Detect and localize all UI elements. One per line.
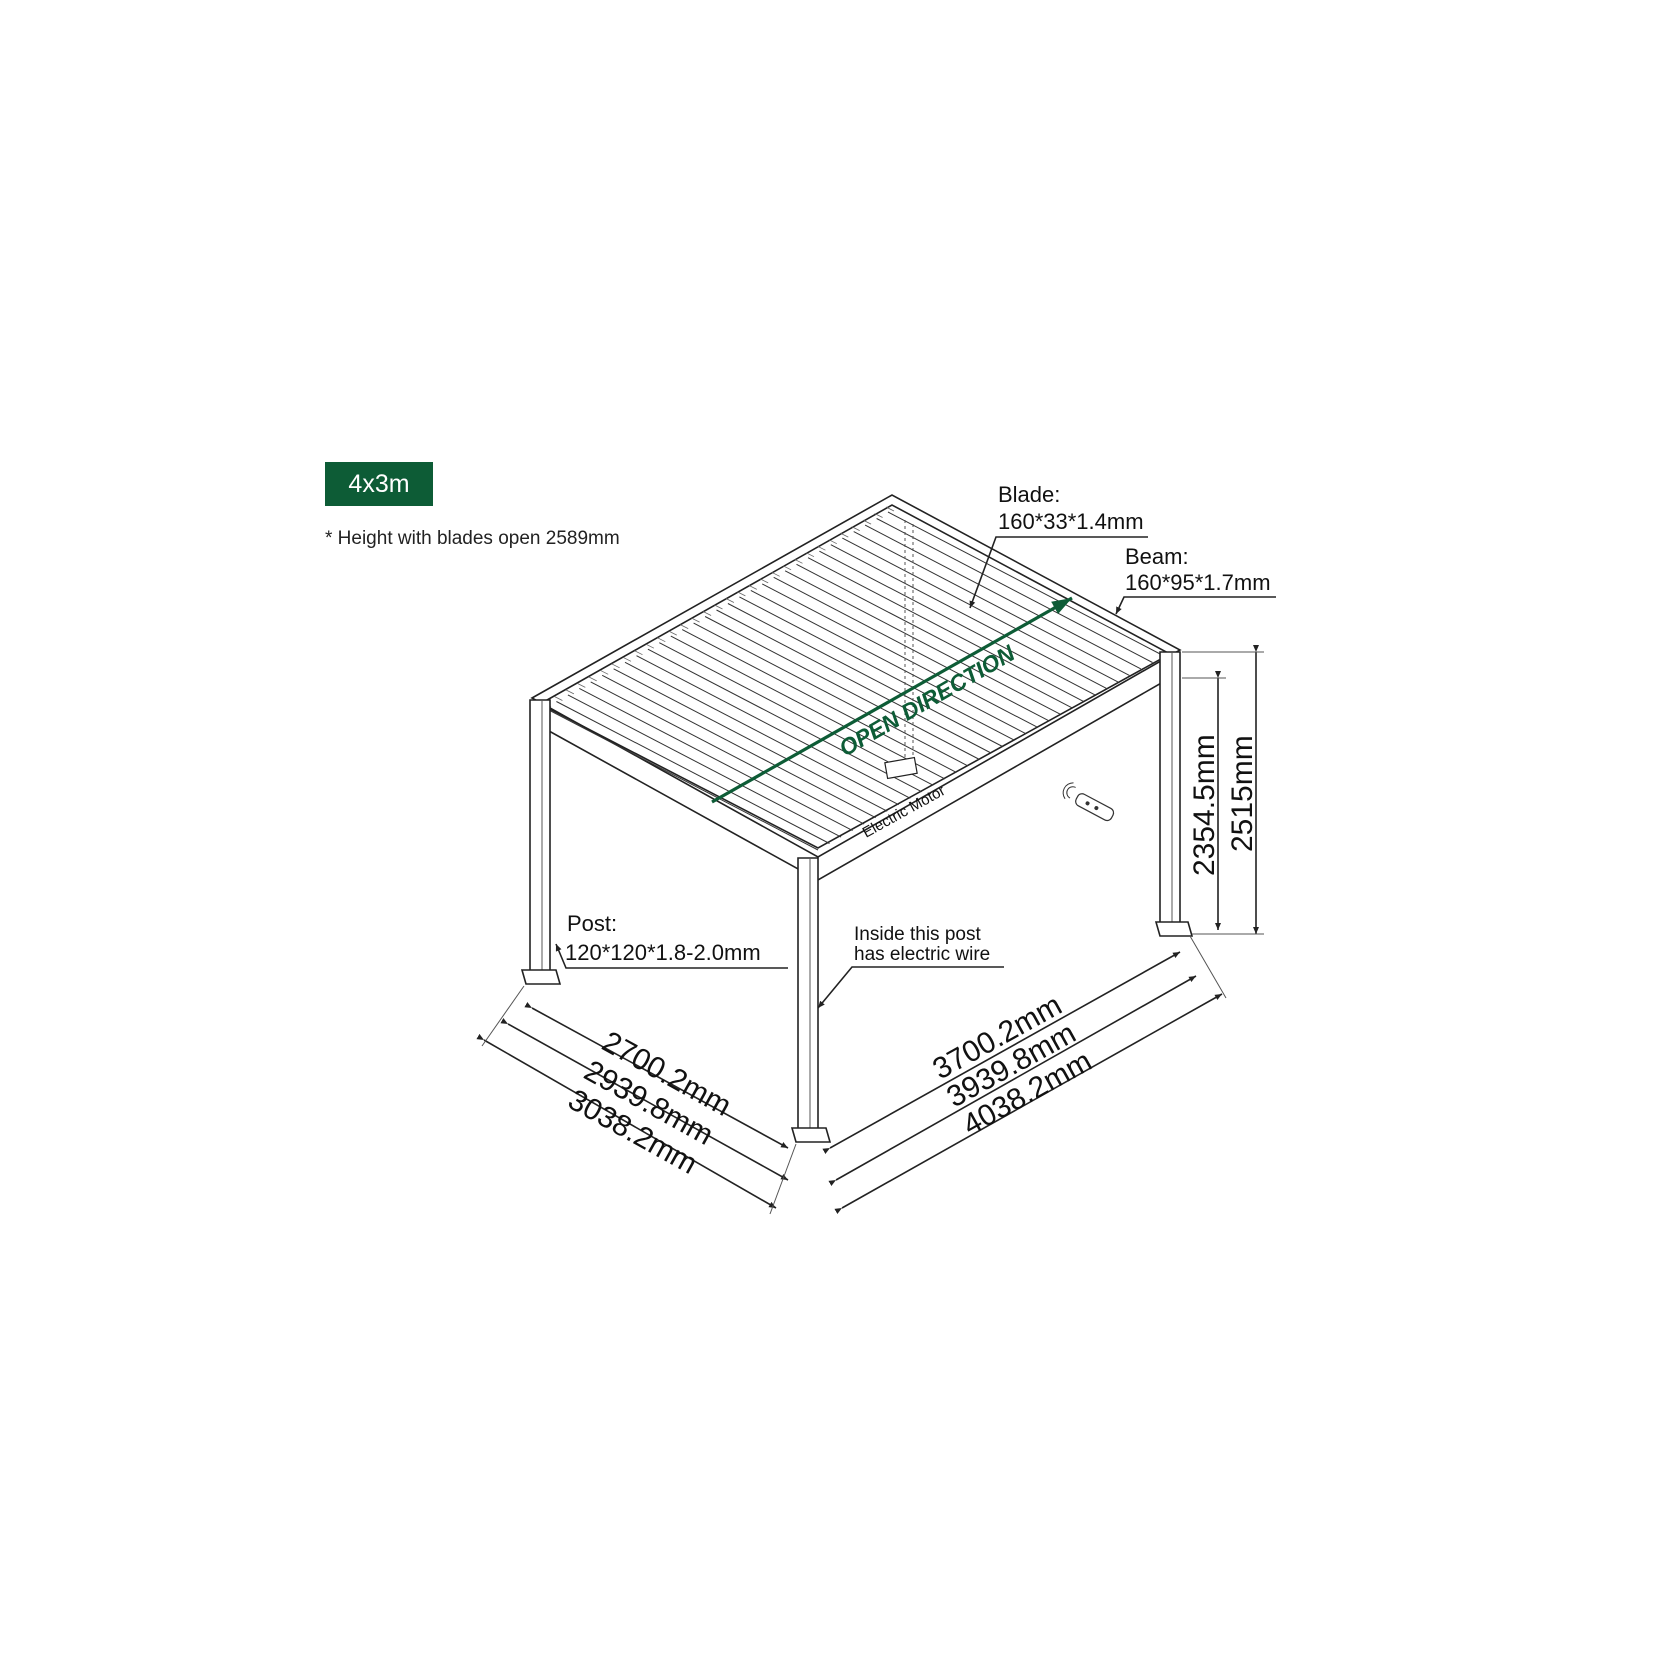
blade-end	[622, 656, 632, 662]
blade-end	[702, 611, 712, 616]
roof-blade	[807, 557, 1084, 702]
roof-blade	[670, 635, 946, 780]
roof-blade	[830, 544, 1107, 689]
blade-end	[851, 526, 860, 531]
post-title: Post:	[567, 911, 617, 936]
roof-blade	[864, 524, 1142, 670]
blade-end	[634, 650, 643, 656]
blade-end	[668, 630, 677, 636]
blade-end	[680, 624, 689, 629]
roof-blade	[624, 661, 899, 806]
blade-end	[725, 598, 735, 603]
roof-blade	[750, 589, 1026, 735]
height-dim-2: 2515mm	[1226, 735, 1259, 852]
blade-end	[577, 683, 586, 688]
blade-end	[600, 669, 609, 675]
roof-blade	[567, 694, 842, 838]
posts	[520, 651, 1194, 1143]
blade-end	[714, 604, 723, 610]
blade-end	[874, 513, 883, 518]
roof-blades	[542, 506, 1165, 851]
roof-blade	[613, 668, 888, 812]
height-dimension-lines	[1182, 645, 1264, 935]
remote-control-icon	[1062, 782, 1115, 822]
blade-end	[840, 532, 849, 538]
roof-blade	[784, 570, 1061, 715]
roof-blade	[716, 609, 992, 754]
depth-dimension-lines	[476, 985, 797, 1215]
roof-blade	[601, 674, 876, 819]
roof-blade	[853, 531, 1130, 676]
blade-end	[645, 643, 655, 649]
wire-note-line2: has electric wire	[854, 944, 990, 965]
roof-blade	[579, 687, 853, 832]
blade-end	[885, 506, 895, 512]
size-badge: 4x3m	[325, 462, 433, 506]
height-dim-1: 2354.5mm	[1188, 734, 1221, 876]
blade-title: Blade:	[998, 482, 1060, 507]
roof-blade	[590, 681, 865, 825]
blade-end	[737, 591, 746, 597]
roof-blade	[544, 707, 819, 851]
width-dimension-lines	[822, 935, 1227, 1215]
post-spec: 120*120*1.8-2.0mm	[565, 940, 761, 965]
height-note: * Height with blades open 2589mm	[325, 528, 620, 549]
roof-blade	[739, 596, 1015, 741]
beam-title: Beam:	[1125, 544, 1189, 569]
roof-blade	[693, 622, 969, 767]
roof-blade	[727, 603, 1003, 747]
roof-blade	[659, 642, 934, 786]
blade-end	[588, 676, 597, 682]
roof-blade	[647, 648, 923, 793]
wire-note-line1: Inside this post	[854, 924, 981, 945]
roof-blade	[796, 563, 1072, 709]
roof-blade	[681, 629, 957, 773]
blade-end	[748, 585, 757, 590]
blade-end	[828, 539, 837, 545]
open-direction-arrow	[711, 596, 1073, 804]
blade-end	[782, 565, 792, 571]
roof-blade	[887, 511, 1165, 657]
roof-blade	[704, 616, 980, 760]
blade-end	[862, 519, 872, 525]
roof-blade	[819, 550, 1096, 696]
blade-spec: 160*33*1.4mm	[998, 509, 1144, 534]
blade-end	[760, 578, 769, 584]
roof-blade	[876, 518, 1153, 663]
motor-assembly	[884, 520, 918, 780]
roof-blade	[773, 576, 1049, 722]
blade-end	[611, 663, 620, 669]
roof-blade	[842, 537, 1119, 683]
blade-end	[691, 617, 700, 623]
blade-end	[794, 558, 803, 564]
roof-blade	[556, 701, 830, 844]
blade-end	[771, 571, 780, 577]
blade-end	[817, 545, 826, 551]
beam-spec: 160*95*1.7mm	[1125, 570, 1271, 595]
blade-end	[554, 696, 563, 701]
roof-blade	[761, 583, 1038, 728]
roof-blade	[636, 655, 911, 799]
blade-end	[565, 689, 575, 695]
blade-end	[805, 552, 815, 558]
roof-frame	[530, 494, 1182, 881]
blade-end	[657, 637, 666, 643]
